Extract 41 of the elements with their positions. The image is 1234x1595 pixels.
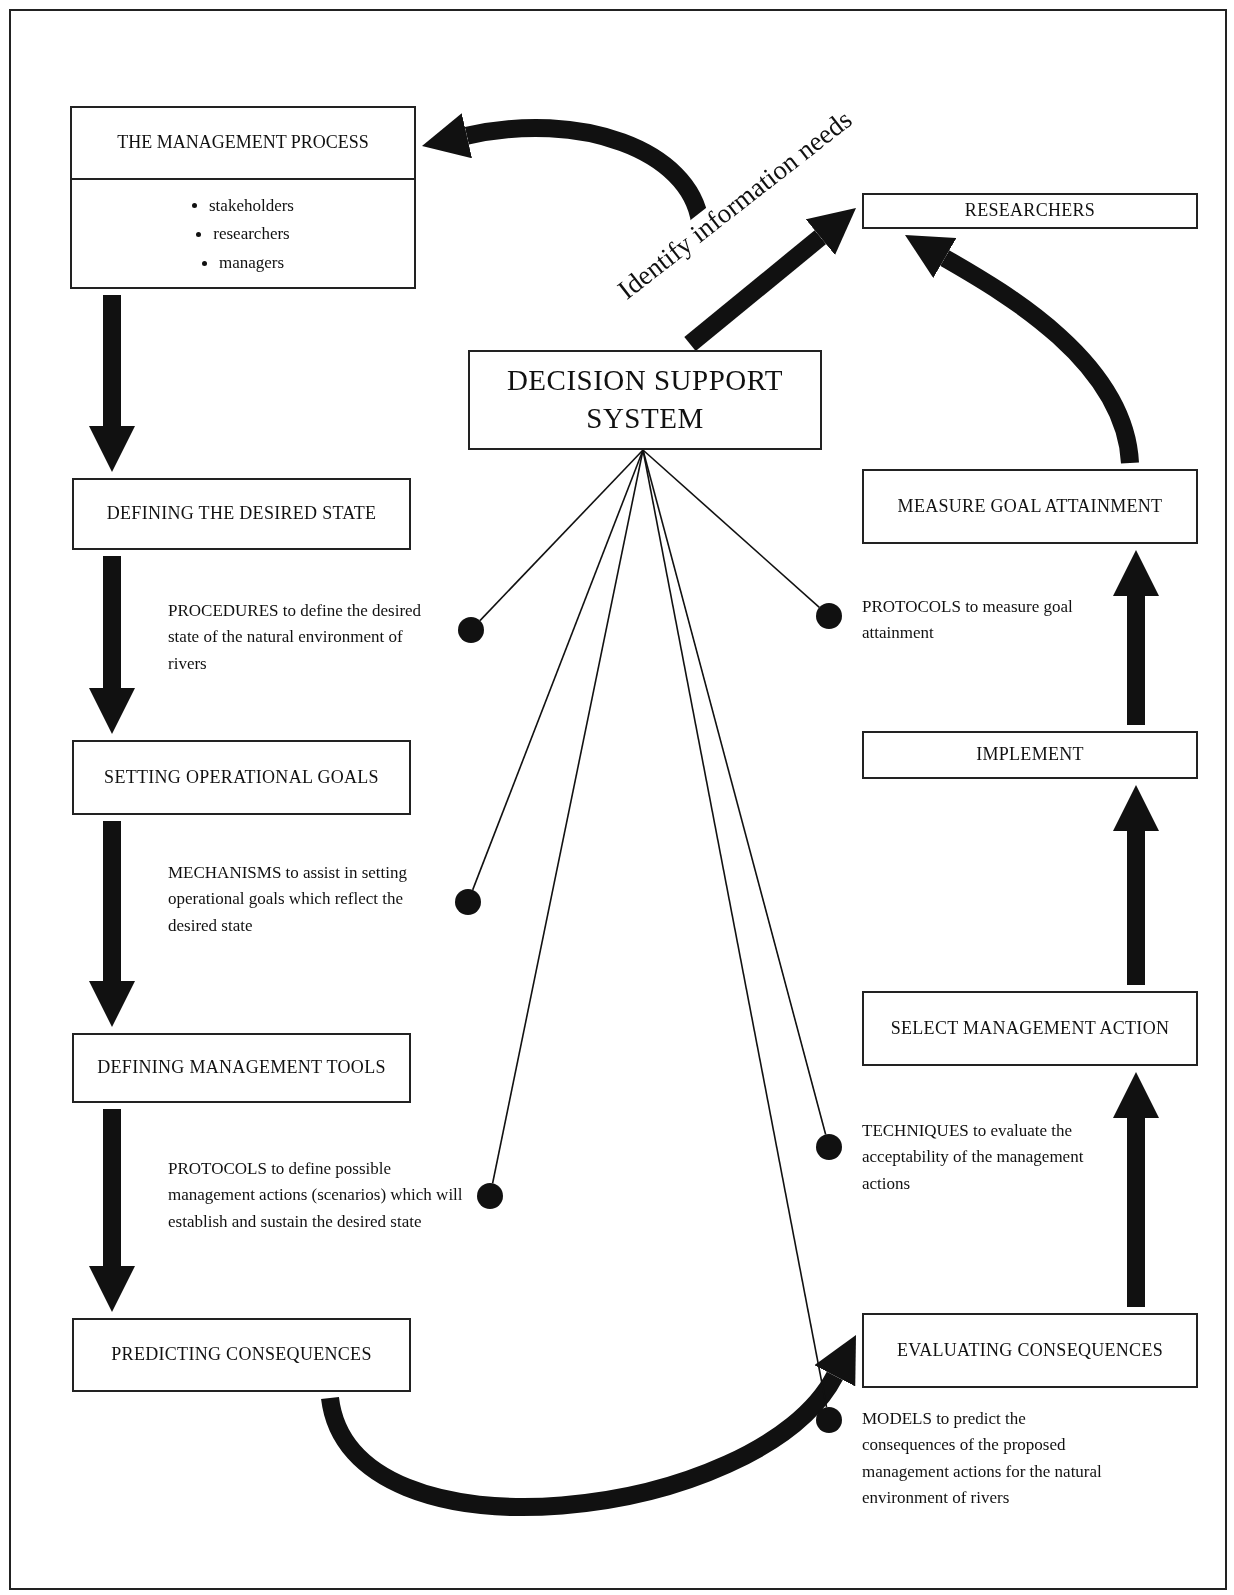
dot-caption: MECHANISMS to assist in setting operational goals which reflect the desired state (168, 862, 408, 937)
dot-caption: PROCEDURES to define the desired state of the natural environment of rivers (168, 600, 423, 675)
process-box: DECISION SUPPORT SYSTEM (468, 350, 822, 450)
process-box: SELECT MANAGEMENT ACTION (862, 991, 1198, 1066)
leader-dot (477, 1183, 503, 1209)
dot-caption: PROTOCOLS to measure goal attainment (862, 596, 1074, 645)
leader-dot (816, 1134, 842, 1160)
list-item: managers (218, 252, 285, 275)
dot-caption: TECHNIQUES to evaluate the acceptability of the management actions (862, 1120, 1085, 1195)
leader-dot (816, 1407, 842, 1433)
arrow (1113, 1072, 1159, 1307)
leader-line (479, 449, 644, 622)
process-box: DEFINING THE DESIRED STATE (72, 478, 411, 550)
arrow (905, 235, 1139, 465)
process-box: IMPLEMENT (862, 731, 1198, 779)
process-box: DEFINING MANAGEMENT TOOLS (72, 1033, 411, 1103)
arrow (1113, 550, 1159, 725)
process-box: PREDICTING CONSEQUENCES (72, 1318, 411, 1392)
arrow (1113, 785, 1159, 985)
dot-caption: MODELS to predict the consequences of the proposed management actions for the natural environment of rivers (862, 1408, 1102, 1510)
leader-line (642, 449, 821, 609)
leader-dot (455, 889, 481, 915)
arrow (89, 1109, 135, 1312)
list-item: researchers (213, 223, 290, 246)
process-box: MEASURE GOAL ATTAINMENT (862, 469, 1198, 544)
arrow (89, 295, 135, 472)
leader-line (471, 449, 644, 891)
leader-line (642, 449, 828, 1409)
process-box (70, 106, 416, 289)
arrow (89, 556, 135, 734)
leader-dot (816, 603, 842, 629)
leader-line (491, 449, 644, 1185)
arrow (89, 821, 135, 1027)
dot-caption: PROTOCOLS to define possible management actions (scenarios) which will establish and sustain the desired state (168, 1158, 464, 1233)
process-box: EVALUATING CONSEQUENCES (862, 1313, 1198, 1388)
box-heading: THE MANAGEMENT PROCESS (116, 131, 370, 155)
leader-dot (458, 617, 484, 643)
process-box: SETTING OPERATIONAL GOALS (72, 740, 411, 815)
process-box: RESEARCHERS (862, 193, 1198, 229)
arrow (684, 208, 856, 351)
list-item: stakeholders (209, 194, 294, 217)
